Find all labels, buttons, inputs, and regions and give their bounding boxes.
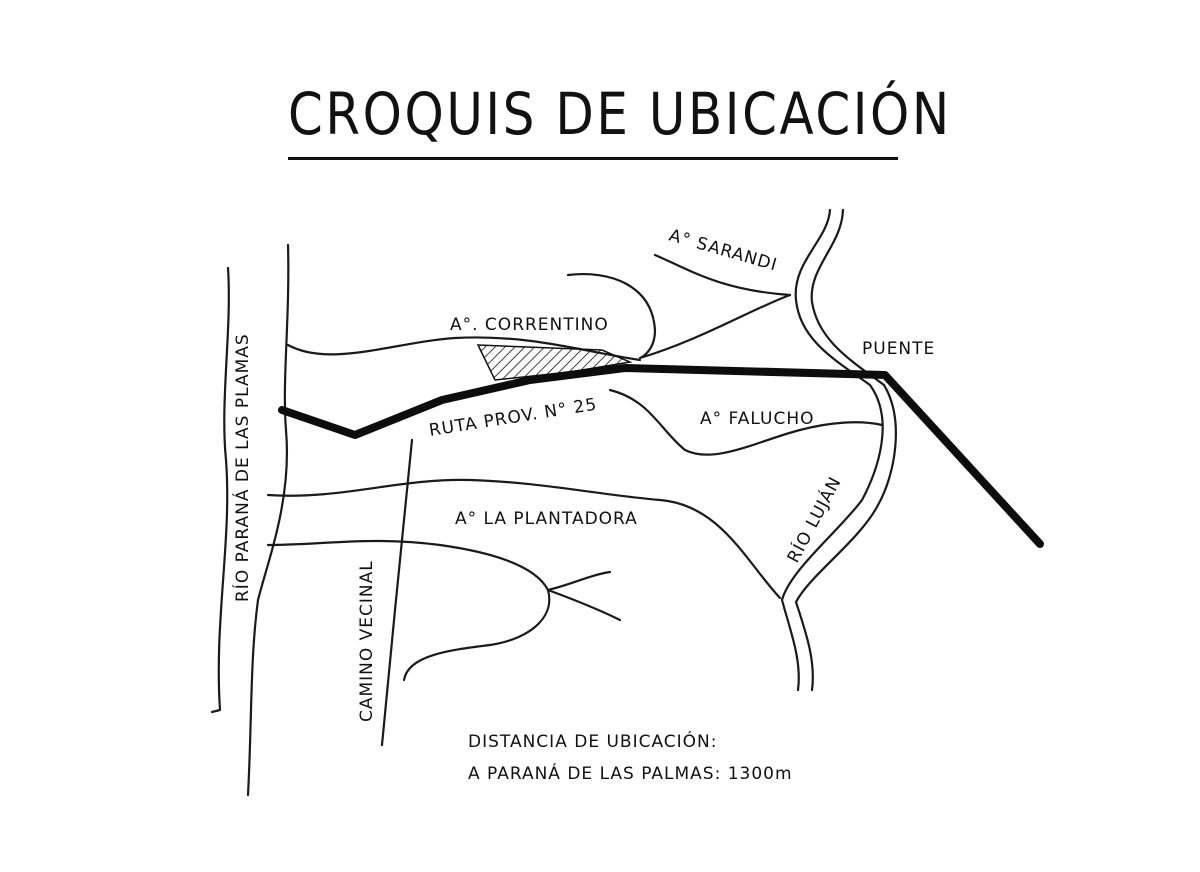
- arroyo-plantadora-bottom: [266, 539, 551, 682]
- rio-parana-bank-left: [210, 266, 230, 714]
- label-camino-vecinal: CAMINO VECINAL: [357, 560, 377, 722]
- ruta-provincial-25: [278, 364, 1044, 548]
- distance-note-line-2: A PARANÁ DE LAS PALMAS: 1300m: [468, 764, 793, 784]
- arroyo-plantadora-top: [266, 478, 782, 600]
- camino-vecinal-line: [380, 438, 414, 747]
- arroyo-plantadora-branch: [546, 570, 612, 592]
- arroyo-plantadora-branch-2: [546, 588, 622, 622]
- label-puente: PUENTE: [862, 339, 935, 359]
- distance-note-line-1: DISTANCIA DE UBICACIÓN:: [468, 732, 718, 752]
- rio-lujan-bank-a: [780, 208, 884, 692]
- label-arroyo-falucho: A° FALUCHO: [700, 409, 814, 429]
- label-rio-parana: RÍO PARANÁ DE LAS PLAMAS: [231, 333, 253, 602]
- hatched-site-parcel: [476, 344, 633, 381]
- arroyo-sarandi-upper: [653, 253, 792, 297]
- label-ruta: RUTA PROV. N° 25: [428, 395, 599, 441]
- title-underline: [288, 157, 898, 160]
- rio-parana-bank-right: [246, 243, 290, 797]
- arroyo-sarandi: [566, 273, 792, 360]
- label-arroyo-plantadora: A° LA PLANTADORA: [455, 509, 638, 529]
- arroyo-falucho: [608, 388, 884, 456]
- label-arroyo-correntino: A°. CORRENTINO: [450, 315, 609, 335]
- distance-note: DISTANCIA DE UBICACIÓN: A PARANÁ DE LAS …: [468, 726, 793, 790]
- rio-lujan-bank-b: [794, 208, 897, 692]
